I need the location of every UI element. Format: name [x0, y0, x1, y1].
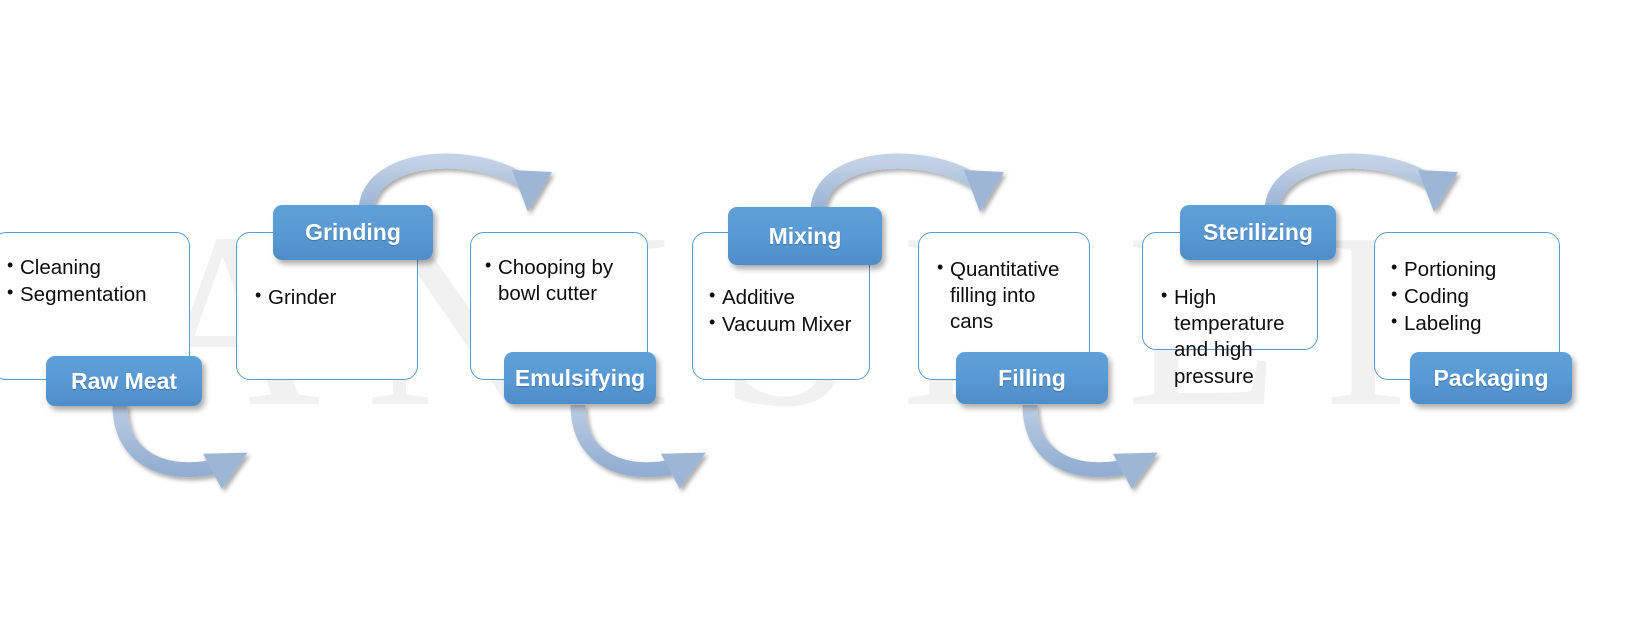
bullet-list-grinding: Grinder — [255, 284, 407, 311]
arrow-emulsifying-to-mixing — [570, 404, 706, 490]
list-item: Portioning — [1391, 256, 1549, 283]
bullet-list-sterilizing: High temperature and high pressure — [1161, 284, 1307, 390]
list-item: Segmentation — [7, 281, 179, 308]
stage-label-raw-meat[interactable]: Raw Meat — [46, 356, 202, 406]
list-item: Quantitative filling into cans — [937, 256, 1079, 336]
arrow-mixing-to-filling — [810, 153, 1004, 213]
list-item: Labeling — [1391, 310, 1549, 337]
stage-label-sterilizing[interactable]: Sterilizing — [1180, 205, 1336, 260]
stage-label-text: Mixing — [768, 222, 842, 249]
arrow-raw-meat-to-grinding — [112, 404, 248, 490]
stage-label-packaging[interactable]: Packaging — [1410, 352, 1572, 404]
stage-label-text: Raw Meat — [70, 367, 178, 394]
stage-label-text: Grinding — [305, 219, 401, 246]
stage-label-text: Emulsifying — [514, 364, 646, 391]
bullet-list-filling: Quantitative filling into cans — [937, 256, 1079, 336]
stage-label-text: Filling — [998, 364, 1066, 391]
list-item: Additive — [709, 284, 857, 311]
stage-label-grinding[interactable]: Grinding — [273, 205, 433, 260]
stage-label-emulsifying[interactable]: Emulsifying — [504, 352, 656, 404]
bullet-list-mixing: Additive Vacuum Mixer — [709, 284, 857, 338]
stage-label-mixing[interactable]: Mixing — [728, 207, 882, 265]
arrow-filling-to-sterilizing — [1022, 404, 1158, 490]
bullet-list-packaging: Portioning Coding Labeling — [1391, 256, 1549, 338]
list-item: High temperature and high pressure — [1161, 284, 1307, 390]
list-item: Coding — [1391, 283, 1549, 310]
stage-label-text: Packaging — [1433, 364, 1549, 391]
content-box-raw-meat: Cleaning Segmentation — [0, 232, 190, 380]
list-item: Chooping by bowl cutter — [485, 254, 635, 307]
list-item: Vacuum Mixer — [709, 311, 857, 338]
bullet-list-raw-meat: Cleaning Segmentation — [7, 254, 179, 308]
bullet-list-emulsifying: Chooping by bowl cutter — [485, 254, 635, 307]
stage-label-filling[interactable]: Filling — [956, 352, 1108, 404]
list-item: Grinder — [255, 284, 407, 311]
list-item: Cleaning — [7, 254, 179, 281]
stage-label-text: Sterilizing — [1203, 219, 1313, 246]
